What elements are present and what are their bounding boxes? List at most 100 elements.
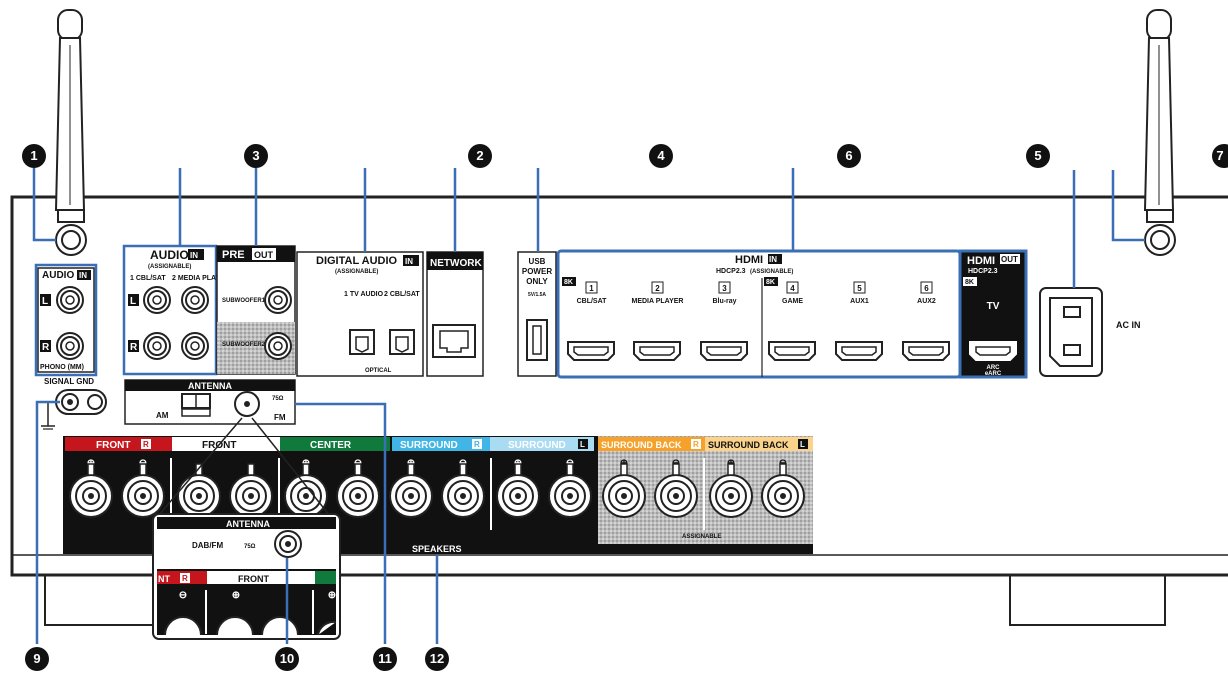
svg-text:eARC: eARC bbox=[985, 371, 1002, 377]
svg-text:AUX1: AUX1 bbox=[850, 298, 869, 305]
svg-text:IN: IN bbox=[405, 257, 413, 266]
phono-caption: PHONO (MM) bbox=[40, 364, 84, 371]
svg-text:1 CBL/SAT: 1 CBL/SAT bbox=[130, 275, 166, 282]
usb-power-section: USB POWER ONLY 5V/1.5A bbox=[517, 251, 557, 377]
svg-text:1 TV AUDIO: 1 TV AUDIO bbox=[344, 291, 384, 298]
svg-text:1: 1 bbox=[30, 148, 37, 163]
hdmi-in-1[interactable]: 1 CBL/SAT bbox=[567, 281, 615, 361]
callout-6: 6 bbox=[837, 144, 861, 168]
svg-text:2 MEDIA PLAYER: 2 MEDIA PLAYER bbox=[172, 275, 230, 282]
svg-text:R: R bbox=[143, 440, 149, 449]
callout-9: 9 bbox=[25, 647, 49, 671]
hdmi-in-6[interactable]: 6 AUX2 bbox=[902, 281, 950, 361]
svg-text:USB: USB bbox=[529, 257, 546, 266]
subwoofer1-jack[interactable] bbox=[264, 286, 292, 314]
svg-text:R: R bbox=[130, 342, 138, 353]
dab-fm-antenna-inset: ANTENNA DAB/FM 75Ω NT R FRONT ⊖ ⊕ ⊕ bbox=[152, 417, 341, 640]
svg-text:OPTICAL: OPTICAL bbox=[365, 368, 392, 374]
callout-leader-lines bbox=[32, 168, 1145, 644]
svg-text:ANTENNA: ANTENNA bbox=[226, 519, 270, 529]
right-foot bbox=[1009, 575, 1166, 626]
ethernet-port[interactable] bbox=[432, 324, 476, 358]
am-antenna-terminal[interactable] bbox=[181, 393, 211, 417]
hdmi-in-section: HDMI IN HDCP2.3 (ASSIGNABLE) 8K 8K 1 CBL… bbox=[556, 249, 962, 379]
svg-text:PRE: PRE bbox=[222, 249, 245, 261]
svg-text:FRONT: FRONT bbox=[96, 440, 130, 451]
svg-text:ONLY: ONLY bbox=[526, 277, 548, 286]
svg-text:2: 2 bbox=[476, 148, 483, 163]
svg-text:IN: IN bbox=[769, 255, 777, 264]
hdmi-out-tv-port[interactable] bbox=[969, 341, 1017, 361]
callout-3: 3 bbox=[244, 144, 268, 168]
svg-text:(ASSIGNABLE): (ASSIGNABLE) bbox=[750, 269, 793, 275]
callout-markers: 1 3 2 4 6 5 7 9 10 11 12 bbox=[22, 144, 1228, 671]
dab-fm-jack[interactable] bbox=[274, 530, 302, 558]
svg-text:GAME: GAME bbox=[782, 298, 803, 305]
svg-text:2: 2 bbox=[655, 284, 660, 293]
hdmi-in-5[interactable]: 5 AUX1 bbox=[835, 281, 883, 361]
fm-antenna-jack[interactable] bbox=[234, 391, 260, 417]
cbl-sat-r-jack[interactable] bbox=[143, 332, 171, 360]
hdmi-out-section: HDMI OUT HDCP2.3 8K TV ARC eARC bbox=[958, 249, 1028, 379]
hdmi-in-2[interactable]: 2 MEDIA PLAYER bbox=[632, 281, 684, 361]
svg-text:TV: TV bbox=[987, 301, 1000, 312]
svg-text:MEDIA PLAYER: MEDIA PLAYER bbox=[632, 298, 684, 305]
svg-text:AUX2: AUX2 bbox=[917, 298, 936, 305]
svg-text:R: R bbox=[474, 440, 480, 449]
svg-text:SURROUND BACK: SURROUND BACK bbox=[601, 440, 682, 450]
subwoofer2-jack[interactable] bbox=[264, 332, 292, 360]
ac-in-section: AC IN bbox=[1039, 287, 1141, 377]
svg-text:5: 5 bbox=[1034, 148, 1041, 163]
svg-text:OUT: OUT bbox=[1001, 255, 1018, 264]
signal-gnd-terminal[interactable] bbox=[55, 389, 107, 415]
svg-text:AUDIO: AUDIO bbox=[150, 248, 189, 262]
speakers-caption: SPEAKERS bbox=[412, 544, 462, 554]
svg-text:SUBWOOFER2: SUBWOOFER2 bbox=[222, 342, 266, 348]
svg-text:75Ω: 75Ω bbox=[244, 544, 256, 550]
svg-text:5: 5 bbox=[857, 284, 862, 293]
svg-text:HDCP2.3: HDCP2.3 bbox=[716, 268, 746, 275]
callout-12: 12 bbox=[425, 647, 449, 671]
svg-text:R: R bbox=[182, 574, 188, 583]
svg-text:⊕: ⊕ bbox=[232, 590, 240, 601]
svg-text:8K: 8K bbox=[564, 279, 573, 286]
svg-text:SURROUND BACK: SURROUND BACK bbox=[708, 440, 789, 450]
svg-text:L: L bbox=[42, 296, 48, 307]
svg-text:6: 6 bbox=[924, 284, 929, 293]
svg-text:2 CBL/SAT: 2 CBL/SAT bbox=[384, 291, 420, 298]
phono-input-section: AUDIO IN L R PHONO (MM) bbox=[37, 267, 95, 373]
callout-5: 5 bbox=[1026, 144, 1050, 168]
svg-text:8K: 8K bbox=[965, 279, 974, 286]
network-section: NETWORK bbox=[426, 251, 484, 377]
svg-text:5V/1.5A: 5V/1.5A bbox=[528, 292, 546, 298]
hdmi-in-4[interactable]: 4 GAME bbox=[768, 281, 816, 361]
svg-text:AM: AM bbox=[156, 411, 169, 420]
media-player-l-jack[interactable] bbox=[181, 286, 209, 314]
ac-in-label: AC IN bbox=[1116, 320, 1141, 330]
svg-text:CENTER: CENTER bbox=[310, 440, 352, 451]
svg-text:POWER: POWER bbox=[522, 267, 552, 276]
svg-text:HDCP2.3: HDCP2.3 bbox=[968, 268, 998, 275]
optical-1-port[interactable] bbox=[349, 329, 375, 355]
speakers-section: FRONT R FRONT CENTER SURROUND R SURROUND… bbox=[63, 436, 813, 554]
media-player-r-jack[interactable] bbox=[181, 332, 209, 360]
svg-text:12: 12 bbox=[430, 651, 444, 666]
svg-text:OUT: OUT bbox=[254, 250, 274, 260]
phono-l-jack[interactable] bbox=[56, 286, 84, 314]
svg-text:ASSIGNABLE: ASSIGNABLE bbox=[682, 534, 721, 540]
svg-text:7: 7 bbox=[1216, 148, 1223, 163]
callout-10: 10 bbox=[275, 647, 299, 671]
cbl-sat-l-jack[interactable] bbox=[143, 286, 171, 314]
hdmi-in-3[interactable]: 3 Blu-ray bbox=[700, 281, 748, 361]
callout-7: 7 bbox=[1212, 144, 1228, 168]
optical-2-port[interactable] bbox=[389, 329, 415, 355]
usb-port[interactable] bbox=[526, 319, 548, 361]
ac-inlet[interactable] bbox=[1049, 297, 1093, 367]
svg-text:(ASSIGNABLE): (ASSIGNABLE) bbox=[148, 264, 191, 270]
svg-text:IN: IN bbox=[190, 251, 198, 260]
svg-text:L: L bbox=[580, 440, 585, 449]
svg-text:1: 1 bbox=[589, 284, 594, 293]
right-wireless-antenna bbox=[1143, 9, 1176, 256]
phono-r-jack[interactable] bbox=[56, 332, 84, 360]
